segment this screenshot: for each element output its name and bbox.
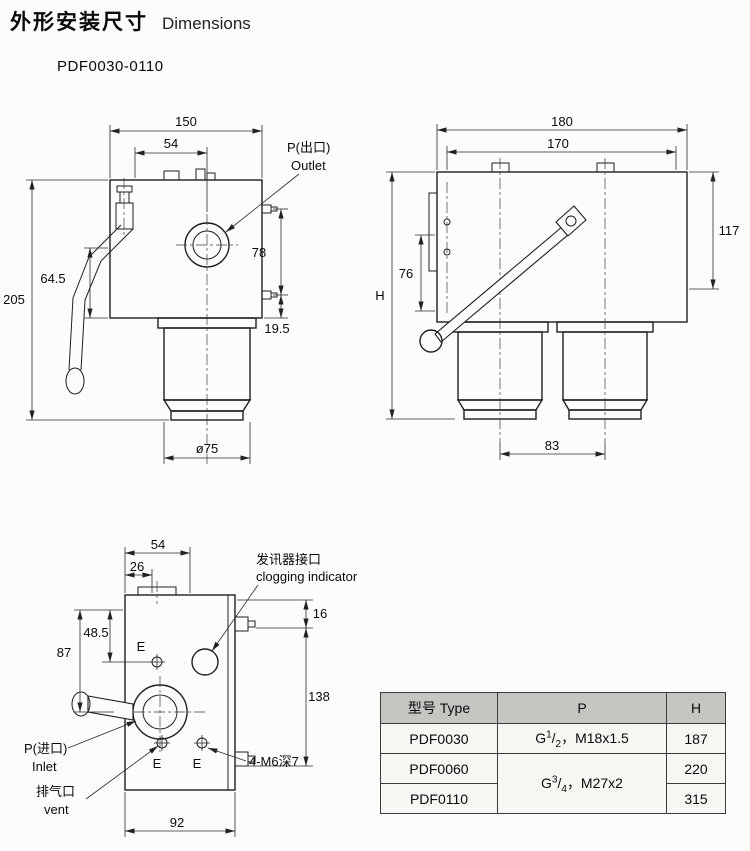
side-lever-handle — [434, 220, 576, 343]
vent-label-zh: 排气口 — [36, 784, 75, 799]
cell-type: PDF0030 — [380, 723, 498, 754]
e-label-bottom-right: E — [193, 756, 202, 771]
table-row: PDF0060 G3/4，M27x2 220 — [380, 753, 726, 814]
cell-h: 220 — [666, 753, 726, 784]
table-row: PDF0030 G1/2，M18x1.5 187 — [380, 723, 726, 754]
front-lever-pivot — [115, 202, 134, 230]
column-header-p: P — [497, 692, 667, 724]
front-view-drawing — [65, 168, 278, 464]
side-view-dimensions: 180 170 117 76 H 83 — [375, 114, 739, 460]
side-lever-knob — [419, 329, 443, 353]
indicator-label-en: clogging indicator — [256, 569, 358, 584]
dim-bottom-inlet-height: 87 — [57, 645, 71, 660]
bottom-lever-handle — [87, 695, 134, 721]
front-top-port — [163, 170, 180, 181]
side-view-drawing — [419, 158, 688, 442]
bottom-right-port-lower — [234, 751, 249, 767]
spec-table-header-row: 型号 Type P H — [380, 692, 726, 724]
cell-h: 315 — [666, 783, 726, 814]
dim-side-port-height: 76 — [399, 266, 413, 281]
side-lever-bolt — [555, 205, 587, 237]
holes-label: 4-M6深7 — [249, 754, 299, 769]
dim-front-outlet-height: 78 — [252, 245, 266, 260]
dim-front-lever-height: 64.5 — [40, 271, 65, 286]
dim-side-total-height: H — [375, 288, 384, 303]
side-body-outline — [436, 171, 688, 323]
front-lever-knob — [65, 367, 85, 395]
indicator-leader-arrow — [211, 584, 259, 652]
bottom-view-drawing — [71, 581, 256, 791]
front-lever-handle — [80, 228, 134, 371]
page-title-zh: 外形安装尺寸 — [10, 11, 148, 34]
dim-bottom-side-height: 138 — [308, 689, 330, 704]
vent-leader-arrow — [85, 745, 159, 800]
column-header-type: 型号 Type — [380, 692, 498, 724]
dim-front-bowl-dia: ø75 — [196, 441, 218, 456]
front-right-port-lower — [261, 290, 272, 300]
bottom-right-port-upper — [234, 616, 249, 632]
inlet-label-zh: P(进口) — [24, 741, 67, 756]
model-range: PDF0030-0110 — [57, 58, 164, 75]
cell-h: 187 — [666, 723, 726, 754]
dim-side-bowl-spacing: 83 — [545, 438, 559, 453]
cell-type: PDF0110 — [380, 783, 498, 814]
e-label-top: E — [137, 639, 146, 654]
dim-bottom-port-offset: 26 — [130, 559, 144, 574]
dim-bottom-e-height: 48.5 — [83, 625, 108, 640]
page-title: 外形安装尺寸 Dimensions — [10, 6, 251, 36]
page-title-en: Dimensions — [162, 14, 251, 33]
indicator-label-zh: 发讯器接口 — [256, 552, 321, 567]
cell-p-merged: G3/4，M27x2 — [497, 753, 667, 814]
dim-bottom-width: 92 — [170, 815, 184, 830]
bottom-body-outline — [124, 594, 236, 791]
dim-bottom-top-width: 54 — [151, 537, 165, 552]
vent-label-en: vent — [44, 802, 69, 817]
dim-side-width: 180 — [551, 114, 573, 129]
dim-side-right-height: 117 — [719, 223, 740, 238]
side-mount-plate — [428, 192, 438, 272]
cell-p: G1/2，M18x1.5 — [497, 723, 667, 754]
front-view-dimensions: 150 54 205 64.5 78 19.5 ø75 P(出口 — [3, 114, 330, 464]
dim-front-body-width: 150 — [175, 114, 197, 129]
inlet-label-en: Inlet — [32, 759, 57, 774]
dim-front-height: 205 — [3, 292, 25, 307]
clogging-indicator-port — [191, 648, 219, 676]
outlet-label-en: Outlet — [291, 158, 326, 173]
cell-type: PDF0060 — [380, 753, 498, 784]
holes-leader-arrow — [207, 747, 247, 762]
dim-bottom-top-gap: 16 — [313, 606, 327, 621]
dim-side-inner-width: 170 — [547, 136, 569, 151]
outlet-leader-arrow — [225, 173, 300, 233]
front-right-port-upper — [261, 204, 272, 214]
dim-front-port-offset: 54 — [164, 136, 178, 151]
dim-front-flange: 19.5 — [264, 321, 289, 336]
bottom-lever-knob — [71, 691, 91, 717]
inlet-leader-arrow — [67, 720, 137, 749]
spec-table: 型号 Type P H PDF0030 G1/2，M18x1.5 187 PDF… — [380, 692, 726, 814]
e-label-bottom-left: E — [153, 756, 162, 771]
bottom-view-dimensions: 54 26 16 138 48.5 87 92 E E E — [24, 537, 358, 837]
column-header-h: H — [666, 692, 726, 724]
outlet-label-zh: P(出口) — [287, 140, 330, 155]
table-row: PDF0110 315 — [380, 783, 726, 814]
